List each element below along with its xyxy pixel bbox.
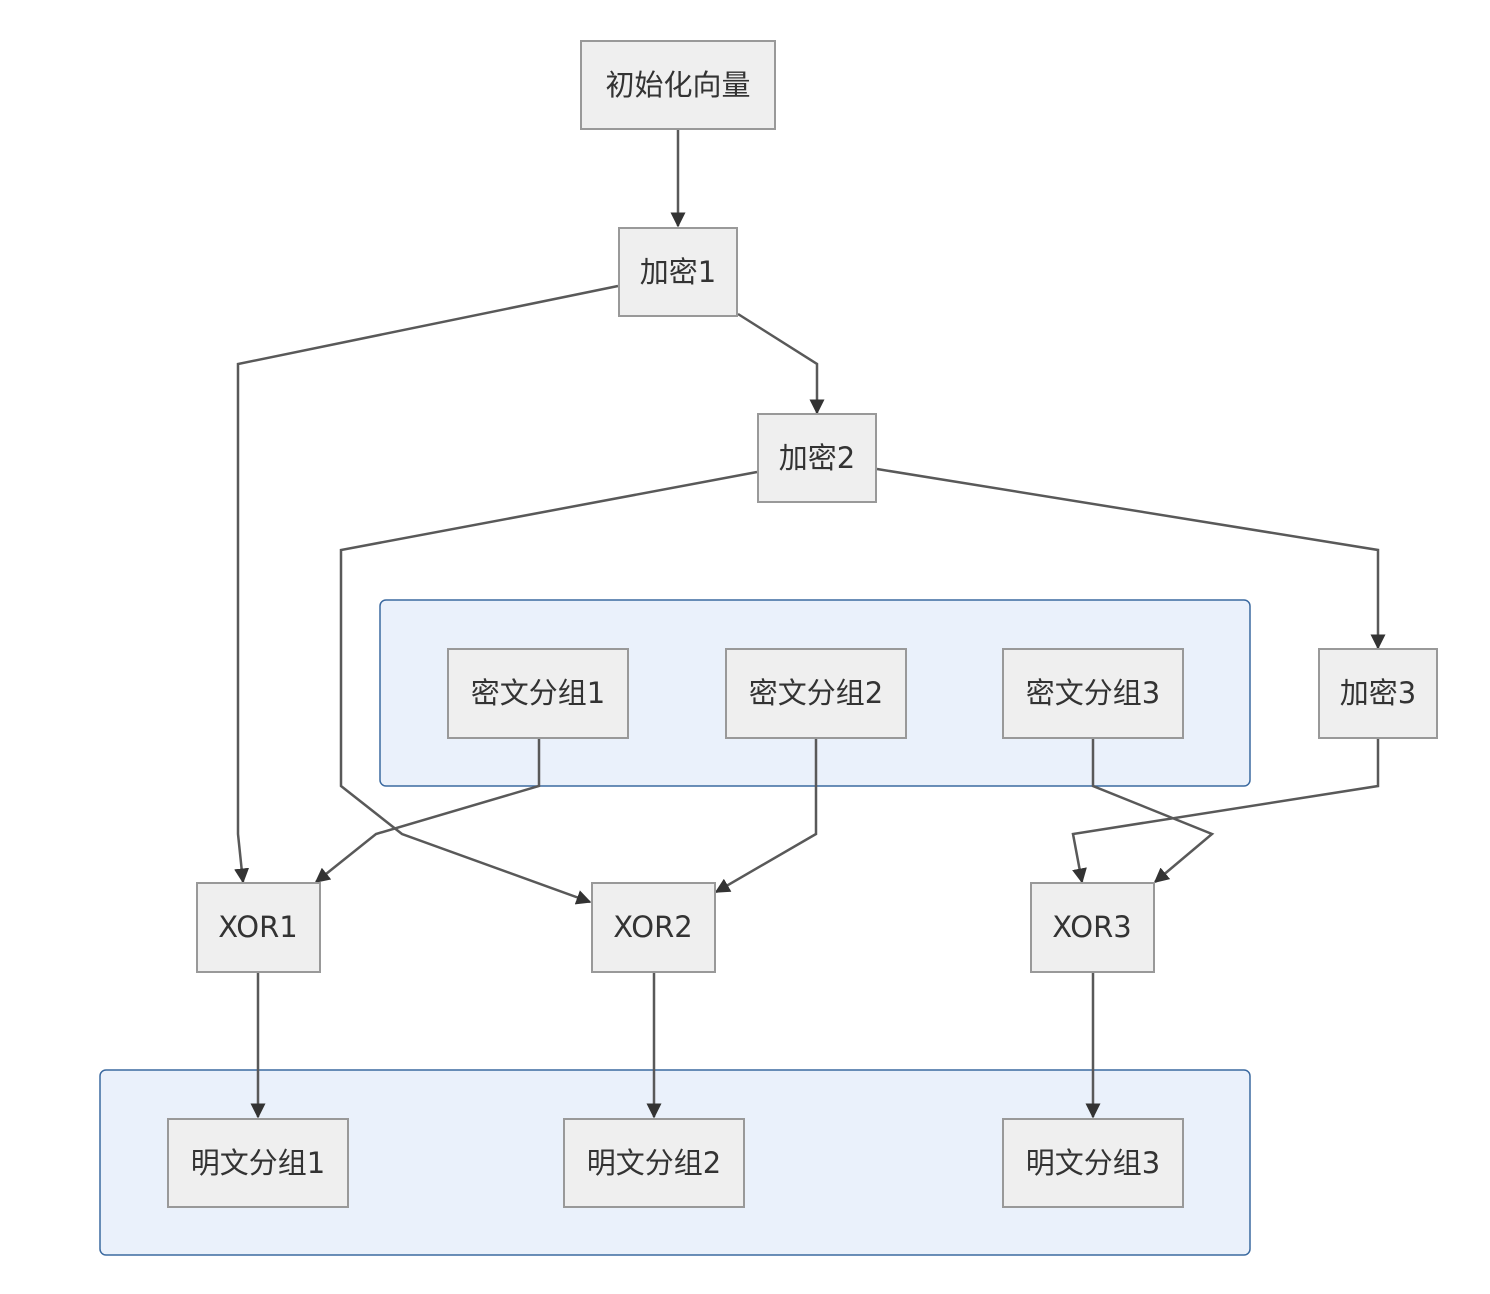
node-p1-label: 明文分组1 [191, 1146, 325, 1180]
node-c1-label: 密文分组1 [471, 676, 605, 710]
edge-c1-xor1 [314, 739, 541, 883]
node-iv: 初始化向量 [580, 40, 776, 130]
node-enc1: 加密1 [618, 227, 738, 317]
node-enc3: 加密3 [1318, 648, 1438, 739]
node-c1: 密文分组1 [447, 648, 629, 739]
node-xor1-label: XOR1 [218, 910, 297, 944]
node-enc1-label: 加密1 [640, 255, 716, 289]
edge-enc1-xor1 [234, 284, 619, 884]
node-enc2: 加密2 [757, 413, 877, 503]
node-c2: 密文分组2 [725, 648, 907, 739]
node-enc3-label: 加密3 [1340, 676, 1416, 710]
node-xor2: XOR2 [591, 882, 716, 973]
node-xor2-label: XOR2 [613, 910, 692, 944]
node-p1: 明文分组1 [167, 1118, 349, 1208]
edge-c3-xor3 [1091, 739, 1215, 883]
edge-enc3-xor3 [1071, 739, 1380, 884]
node-xor3: XOR3 [1030, 882, 1155, 973]
node-iv-label: 初始化向量 [605, 68, 750, 102]
node-c2-label: 密文分组2 [749, 676, 883, 710]
edge-enc2-enc3 [876, 467, 1386, 650]
node-p3: 明文分组3 [1002, 1118, 1184, 1208]
edges [234, 130, 1386, 1119]
node-p2-label: 明文分组2 [587, 1146, 721, 1180]
node-c3-label: 密文分组3 [1026, 676, 1160, 710]
node-p3-label: 明文分组3 [1026, 1146, 1160, 1180]
node-p2: 明文分组2 [563, 1118, 745, 1208]
edge-enc1-enc2 [737, 312, 825, 415]
node-c3: 密文分组3 [1002, 648, 1184, 739]
edge-c2-xor2 [714, 739, 818, 894]
node-xor3-label: XOR3 [1052, 910, 1131, 944]
node-enc2-label: 加密2 [779, 441, 855, 475]
edge-enc2-xor2 [339, 470, 758, 905]
node-xor1: XOR1 [196, 882, 321, 973]
